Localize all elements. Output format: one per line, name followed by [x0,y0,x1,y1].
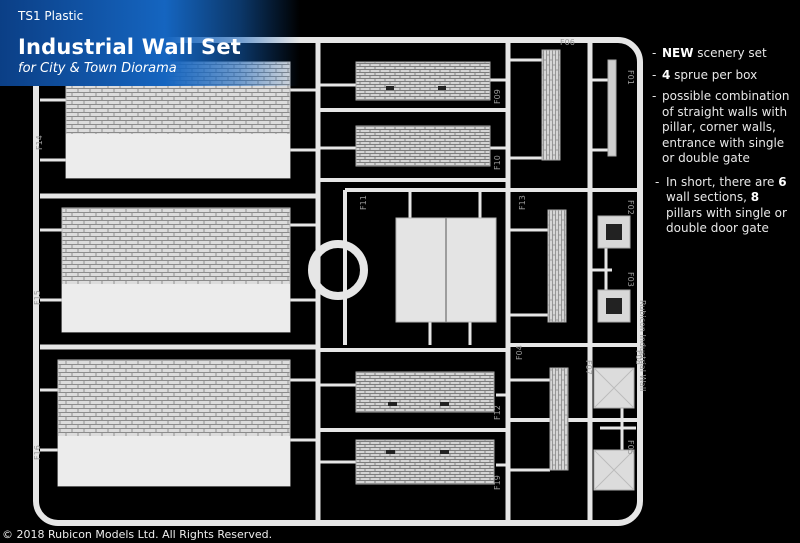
sprue-raised-text: Rubicon Industrial Wall [638,300,647,391]
small-brick-walls [355,61,495,485]
large-wall-bottom [57,359,291,487]
sprue-label: F02 [626,200,635,215]
sprue-label: F15 [33,290,42,305]
sprue-label: F19 [493,475,502,490]
sprue-label: F14 [35,135,44,150]
sprue-label: F16 [33,445,42,460]
sprue-label: F11 [359,195,368,210]
sprue-label: F04 [515,345,524,360]
double-gate [395,217,497,323]
pillars [541,49,631,471]
sprue-tabs [40,58,636,472]
sprue-label: F05 [626,440,635,455]
sprue-label: F06 [560,38,575,47]
large-wall-middle [61,207,291,333]
product-code: TS1 Plastic [18,9,84,23]
page-subtitle: for City & Town Diorama [18,61,177,76]
sprue-frame [33,37,643,526]
page-title: Industrial Wall Set [18,35,242,59]
feature-item: -4 sprue per box [652,67,758,82]
header-banner: TS1 Plastic Industrial Wall Set for City… [0,0,300,86]
feature-item: -possible combination of straight walls … [652,89,790,165]
sprue-label: F07 [584,360,593,375]
sprue-label: F01 [626,70,635,85]
feature-item: -In short, there are 6 wall sections, 8 … [655,174,787,236]
sprue-labels: F14 F15 F16 F11 F13 F09 F10 F12 F19 F01 … [33,38,647,490]
pillar-caps [593,367,635,491]
feature-item: -NEW scenery set [652,46,767,60]
sprue-label: F08 [634,350,643,365]
feature-list: -NEW scenery set -4 sprue per box -possi… [652,46,798,243]
sprue-label: F10 [493,155,502,170]
sprue-label: F03 [626,272,635,287]
sprue-label: F13 [518,195,527,210]
sprue-label: F12 [493,405,502,420]
copyright-notice: © 2018 Rubicon Models Ltd. All Rights Re… [2,528,273,541]
sprue-label: F09 [493,89,502,104]
